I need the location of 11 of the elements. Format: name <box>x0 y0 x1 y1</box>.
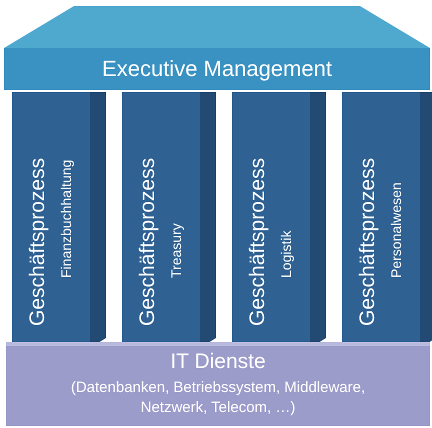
pillar-title: Geschäftsprozess <box>25 156 50 328</box>
foundation-title: IT Dienste <box>169 350 267 374</box>
pillar-subtitle: Personalwesen <box>387 181 405 280</box>
pillar-title: Geschäftsprozess <box>245 156 270 328</box>
pillar-subtitle: Treasury <box>167 222 185 280</box>
pillar-subtitle: Logistik <box>277 230 295 280</box>
roof-title: Executive Management <box>101 56 333 82</box>
pillar-title: Geschäftsprozess <box>355 156 380 328</box>
pillar-title: Geschäftsprozess <box>135 156 160 328</box>
foundation-description: (Datenbanken, Betriebssystem, Middleware, Netzwerk, Telecom, …) <box>70 378 366 418</box>
pillar-subtitle: Finanzbuchhaltung <box>57 158 75 280</box>
